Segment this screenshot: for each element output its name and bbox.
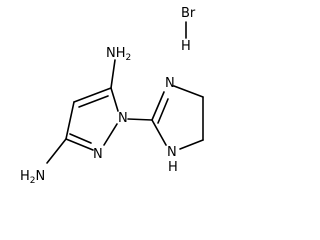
- bond-c3-c4: [65, 101, 75, 140]
- structure-canvas: Br H NH2 H2N N N N N H: [20, 6, 204, 186]
- bond-n1-c2: [127, 118, 153, 121]
- hydrogen-label: H: [181, 39, 191, 54]
- bond-c5-n1h: [179, 139, 204, 150]
- bond-n2-c3: [65, 138, 94, 151]
- bond-n3-c4: [173, 85, 204, 98]
- bond-n2-c3-double: [69, 133, 92, 144]
- bond-c2-n3: [151, 91, 165, 121]
- amine-bottom-label: H2N: [20, 169, 45, 186]
- bond-c3-nh2: [46, 138, 67, 164]
- imidazoline-n-label: N: [165, 76, 175, 91]
- bond-c2-n3-double: [157, 98, 169, 124]
- imidazoline-h-label: H: [168, 160, 178, 175]
- bromine-label: Br: [181, 6, 196, 21]
- amine-top-label: NH2: [106, 46, 131, 63]
- imidazoline-nh-label: N: [167, 145, 177, 160]
- pyrazole-n2-label: N: [93, 147, 103, 162]
- bond-c5-nh2: [110, 59, 116, 89]
- bond-c5-n1: [110, 87, 119, 112]
- bond-n1h-c2: [151, 119, 167, 146]
- pyrazole-n1-label: N: [118, 111, 128, 126]
- bond-n1-n2: [103, 123, 118, 146]
- bond-c4-c5: [73, 87, 112, 103]
- bond-c4-c5-double: [78, 95, 109, 108]
